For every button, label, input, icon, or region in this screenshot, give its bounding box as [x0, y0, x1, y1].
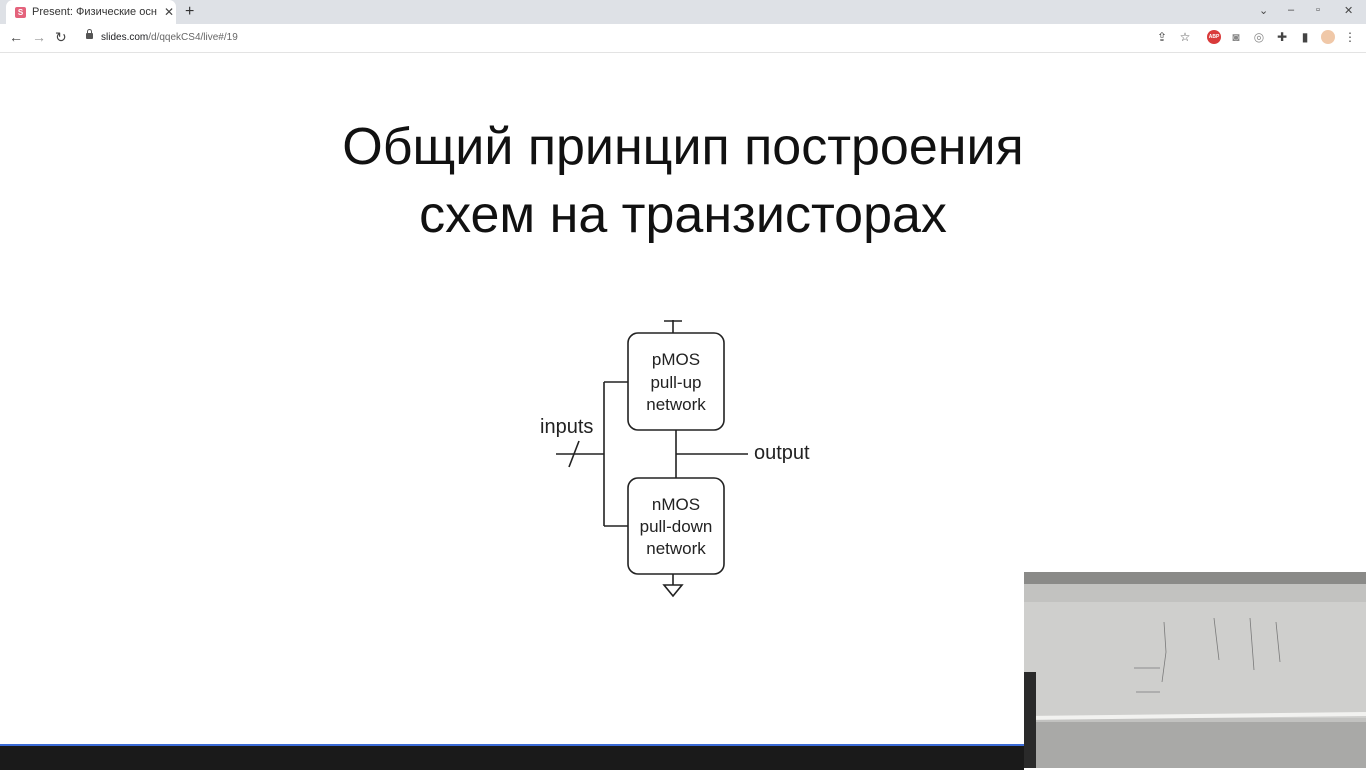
close-window-icon[interactable]: ✕ — [1344, 5, 1354, 17]
url-domain: slides.com — [101, 32, 149, 43]
slide-title-line1: Общий принцип построения — [342, 118, 1024, 176]
tab-close-icon[interactable]: ✕ — [164, 5, 175, 19]
back-icon[interactable]: ← — [9, 29, 23, 45]
ground-symbol — [662, 584, 684, 598]
inputs-label: inputs — [540, 416, 593, 438]
record-icon[interactable]: ◎ — [1253, 30, 1265, 44]
slides-favicon-icon: S — [15, 6, 26, 18]
extensions-icon[interactable]: ✚ — [1276, 30, 1288, 44]
output-label: output — [754, 442, 810, 464]
address-bar: ← → ↻ slides.com/d/qqekCS4/live#/19 ⇪ ☆ … — [0, 24, 1366, 53]
share-icon[interactable]: ⇪ — [1156, 30, 1168, 44]
nmos-label-2: pull-down — [640, 517, 713, 536]
lock-icon[interactable] — [86, 29, 93, 39]
sidepanel-icon[interactable]: ▮ — [1301, 30, 1309, 44]
star-icon[interactable]: ☆ — [1179, 30, 1191, 44]
slide-title-line2: схем на транзисторах — [419, 186, 947, 244]
url-path: /d/qqekCS4/live#/19 — [148, 32, 238, 43]
adblock-icon[interactable]: ABP — [1207, 30, 1221, 44]
cmos-diagram: pMOS pull-up network nMOS pull-down netw… — [540, 320, 810, 598]
maximize-icon[interactable]: ▫ — [1316, 4, 1320, 16]
pmos-label-1: pMOS — [652, 350, 700, 369]
url-field[interactable]: slides.com/d/qqekCS4/live#/19 — [101, 32, 238, 43]
forward-icon[interactable]: → — [32, 29, 46, 45]
minimize-icon[interactable]: – — [1288, 4, 1295, 16]
profile-icon[interactable] — [1321, 30, 1335, 44]
pmos-label-2: pull-up — [650, 373, 701, 392]
menu-kebab-icon[interactable]: ⋮ — [1344, 30, 1356, 44]
tab-strip: S Present: Физические осн ✕ + ⌄ – ▫ ✕ — [0, 0, 1366, 24]
bus-slash — [568, 440, 580, 468]
tab-title: Present: Физические осн — [32, 6, 157, 18]
slide-title: Общий принцип построения схем на транзис… — [0, 113, 1366, 249]
pmos-label-3: network — [646, 395, 706, 414]
tab-search-chevron-icon[interactable]: ⌄ — [1259, 5, 1269, 17]
whiteboard-image — [1023, 572, 1366, 768]
camera-icon[interactable]: ◙ — [1232, 30, 1240, 44]
new-tab-icon[interactable]: + — [185, 3, 195, 20]
nmos-label-3: network — [646, 539, 706, 558]
reload-icon[interactable]: ↻ — [55, 29, 67, 45]
presentation-bottom-bar — [0, 744, 1024, 770]
webcam-video — [1023, 572, 1366, 768]
tab-present[interactable]: S Present: Физические осн ✕ — [6, 0, 176, 24]
nmos-label-1: nMOS — [652, 495, 700, 514]
